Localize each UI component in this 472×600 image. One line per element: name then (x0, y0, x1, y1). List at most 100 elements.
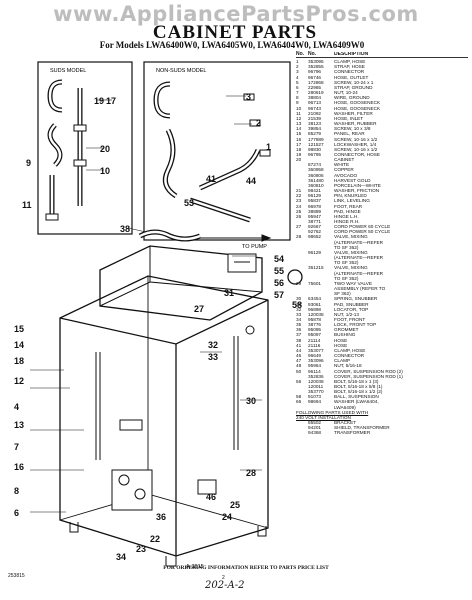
part-no-cell: 96114 (308, 368, 321, 374)
callout-36: 36 (156, 512, 166, 522)
callout-4: 4 (14, 402, 19, 412)
description-cell: NUT, 10-24 (334, 90, 358, 96)
parts-row: TO SF 362) (296, 276, 468, 281)
part-no-cell: 85279 (308, 131, 322, 137)
callout-54: 54 (274, 254, 284, 264)
description-cell: COVER, SUSPENSION ROD (2) (334, 368, 403, 374)
non-suds-model-label: NON-SUDS MODEL (156, 68, 206, 74)
description-cell: HOSE, INLET (334, 115, 364, 121)
part-no-cell: 22965 (308, 84, 322, 90)
parts-row: ASSEMBLY (REFER TO (296, 286, 468, 291)
callout-53: 53 (184, 198, 194, 208)
header-illus-no: No. (296, 51, 305, 57)
parts-row: TO SF 362) (296, 260, 468, 265)
callout-57: 57 (274, 290, 284, 300)
illus-no-cell: 20 (296, 157, 302, 163)
ordering-info-note: FOR ORDERING INFORMATION REFER TO PARTS … (163, 565, 329, 571)
part-no-cell: 120038 (308, 378, 324, 384)
illus-no-cell: 14 (296, 126, 302, 132)
illus-no-cell: 22 (296, 193, 302, 199)
part-no-cell: 95878 (308, 316, 322, 322)
part-no-cell: 94201 (308, 425, 322, 431)
callout-14: 14 (14, 340, 24, 350)
callout-8: 8 (14, 486, 19, 496)
callout-22: 22 (150, 534, 160, 544)
illus-no-cell: 37 (296, 332, 302, 338)
parts-row: 11 21092 WASHER, FILTER (296, 111, 468, 116)
part-no-cell: 21116 (308, 342, 321, 348)
illus-no-cell: 7 (296, 90, 299, 96)
description-cell: WASHER, FILTER (334, 110, 373, 116)
part-no-cell: 96978 (308, 203, 322, 209)
callout-25: 25 (230, 500, 240, 510)
description-cell: LOCATOR, TOP (334, 306, 369, 312)
description-cell: AVOCADO (334, 172, 358, 178)
description-cell: STRAP, GROUND (334, 84, 373, 90)
callout-33: 33 (208, 352, 218, 362)
illus-no-cell: 35 (296, 322, 302, 328)
illus-no-cell: 28 (296, 234, 302, 240)
page-subtitle: For Models LWA6400W0, LWA6405W0, LWA6404… (99, 40, 365, 50)
parts-row: (ALTERNATE—REFER (296, 255, 468, 260)
page-number: 2 (222, 575, 225, 581)
description-cell: TO SF 362) (334, 260, 359, 266)
illus-no-cell: 11 (296, 110, 301, 116)
page-title: CABINET PARTS (152, 22, 318, 43)
part-no-cell: 21092 (308, 110, 322, 116)
description-cell: WASHER (LWA6404, (334, 399, 379, 405)
description-cell: HARVEST GOLD (334, 177, 371, 183)
part-no-cell: 352855 (308, 64, 324, 70)
part-no-cell: 352836 (308, 373, 324, 379)
illus-no-cell: 12 (296, 115, 302, 121)
part-no-cell: 353096 (308, 358, 324, 364)
part-no-cell: 353095 (308, 59, 324, 65)
parts-row: (ALTERNATE—REFER (296, 240, 468, 245)
part-no-cell: 38776 (308, 322, 322, 328)
part-no-cell: 38804 (308, 95, 322, 101)
part-no-cell: 95964 (308, 363, 322, 369)
part-no-cell: 172868 (308, 79, 324, 85)
illus-no-cell: 36 (296, 327, 302, 333)
illus-no-cell: 23 (296, 198, 302, 204)
illus-no-cell: 17 (296, 141, 302, 147)
part-no-cell: 91073 (308, 394, 322, 400)
callout-19: 19 (94, 96, 104, 106)
callout-30: 30 (246, 396, 256, 406)
description-cell: TO SF 362) (334, 244, 359, 250)
description-cell: NUT, 5/16-18 (334, 363, 362, 369)
callout-56: 56 (274, 278, 284, 288)
description-cell: CLAMP, HOSE (334, 347, 366, 353)
part-no-cell: 85502 (308, 420, 322, 426)
description-cell: STRAP, HOSE (334, 64, 365, 70)
description-cell: BALL, SUSPENSION (334, 394, 379, 400)
part-no-cell: 121527 (308, 141, 324, 147)
part-no-cell: 63454 (308, 296, 322, 302)
illus-no-cell: 29 (296, 280, 302, 286)
part-no-cell: 96746 (308, 74, 322, 80)
callout-20: 20 (100, 144, 110, 154)
callout-28: 28 (246, 468, 256, 478)
description-cell: CABINET (334, 157, 355, 163)
description-cell: PIN, KNURLED (334, 193, 367, 199)
description-cell: VALVE, MIXING (334, 249, 368, 255)
